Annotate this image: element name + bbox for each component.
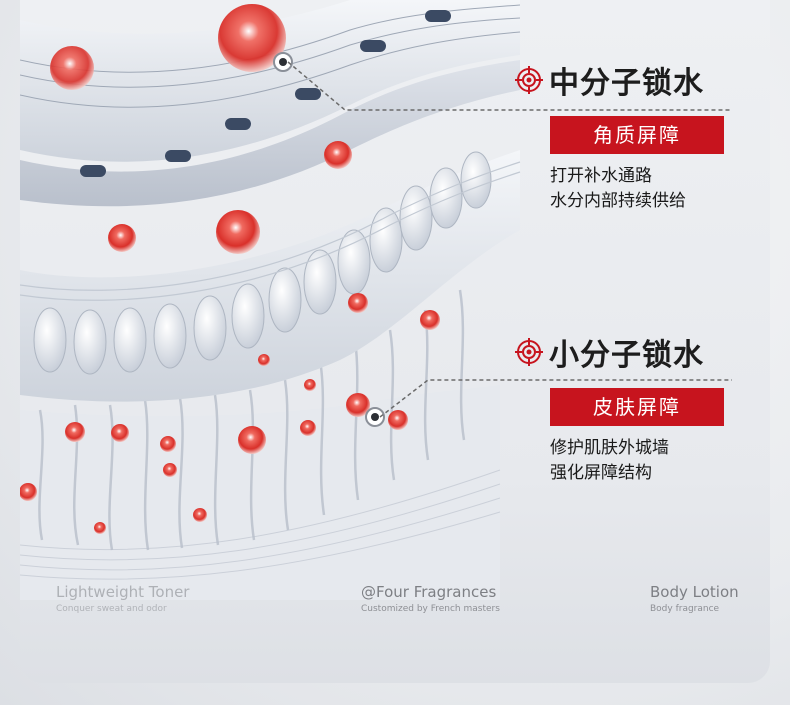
- footer-subtitle: Conquer sweat and odor: [56, 604, 167, 614]
- description-line: 修护肌肤外城墙: [550, 438, 669, 458]
- section-middle-molecule: 中分子锁水 角质屏障 打开补水通路 水分内部持续供给: [515, 60, 725, 214]
- footer-item-fragrances: @Four Fragrances Customized by French ma…: [361, 583, 500, 614]
- heading-text: 中分子锁水: [549, 66, 704, 101]
- barrier-badge: 皮肤屏障: [550, 388, 724, 426]
- heading-text: 小分子锁水: [549, 338, 704, 373]
- barrier-badge: 角质屏障: [550, 116, 724, 154]
- footer-item-toner: Lightweight Toner Conquer sweat and odor: [56, 583, 189, 614]
- skin-layers-illustration: [20, 0, 521, 600]
- section-description: 修护肌肤外城墙 强化屏障结构: [550, 436, 725, 486]
- section-heading: 中分子锁水: [515, 60, 725, 101]
- description-line: 水分内部持续供给: [550, 191, 686, 211]
- product-card: 中分子锁水 角质屏障 打开补水通路 水分内部持续供给 小分子锁: [20, 0, 770, 683]
- section-heading: 小分子锁水: [515, 332, 725, 373]
- target-icon: [515, 338, 543, 366]
- section-small-molecule: 小分子锁水 皮肤屏障 修护肌肤外城墙 强化屏障结构: [515, 332, 725, 486]
- target-icon: [515, 66, 543, 94]
- footer-subtitle: Body fragrance: [650, 604, 720, 614]
- leader-lines: [287, 61, 732, 418]
- description-line: 强化屏障结构: [550, 463, 652, 483]
- description-line: 打开补水通路: [550, 166, 652, 186]
- footer-item-lotion: Body Lotion Body fragrance: [650, 583, 739, 614]
- footer-title: Body Lotion: [650, 583, 739, 601]
- footer-title: @Four Fragrances: [361, 583, 497, 601]
- section-description: 打开补水通路 水分内部持续供给: [550, 164, 725, 214]
- footer-title: Lightweight Toner: [56, 583, 190, 601]
- footer-subtitle: Customized by French masters: [361, 604, 500, 614]
